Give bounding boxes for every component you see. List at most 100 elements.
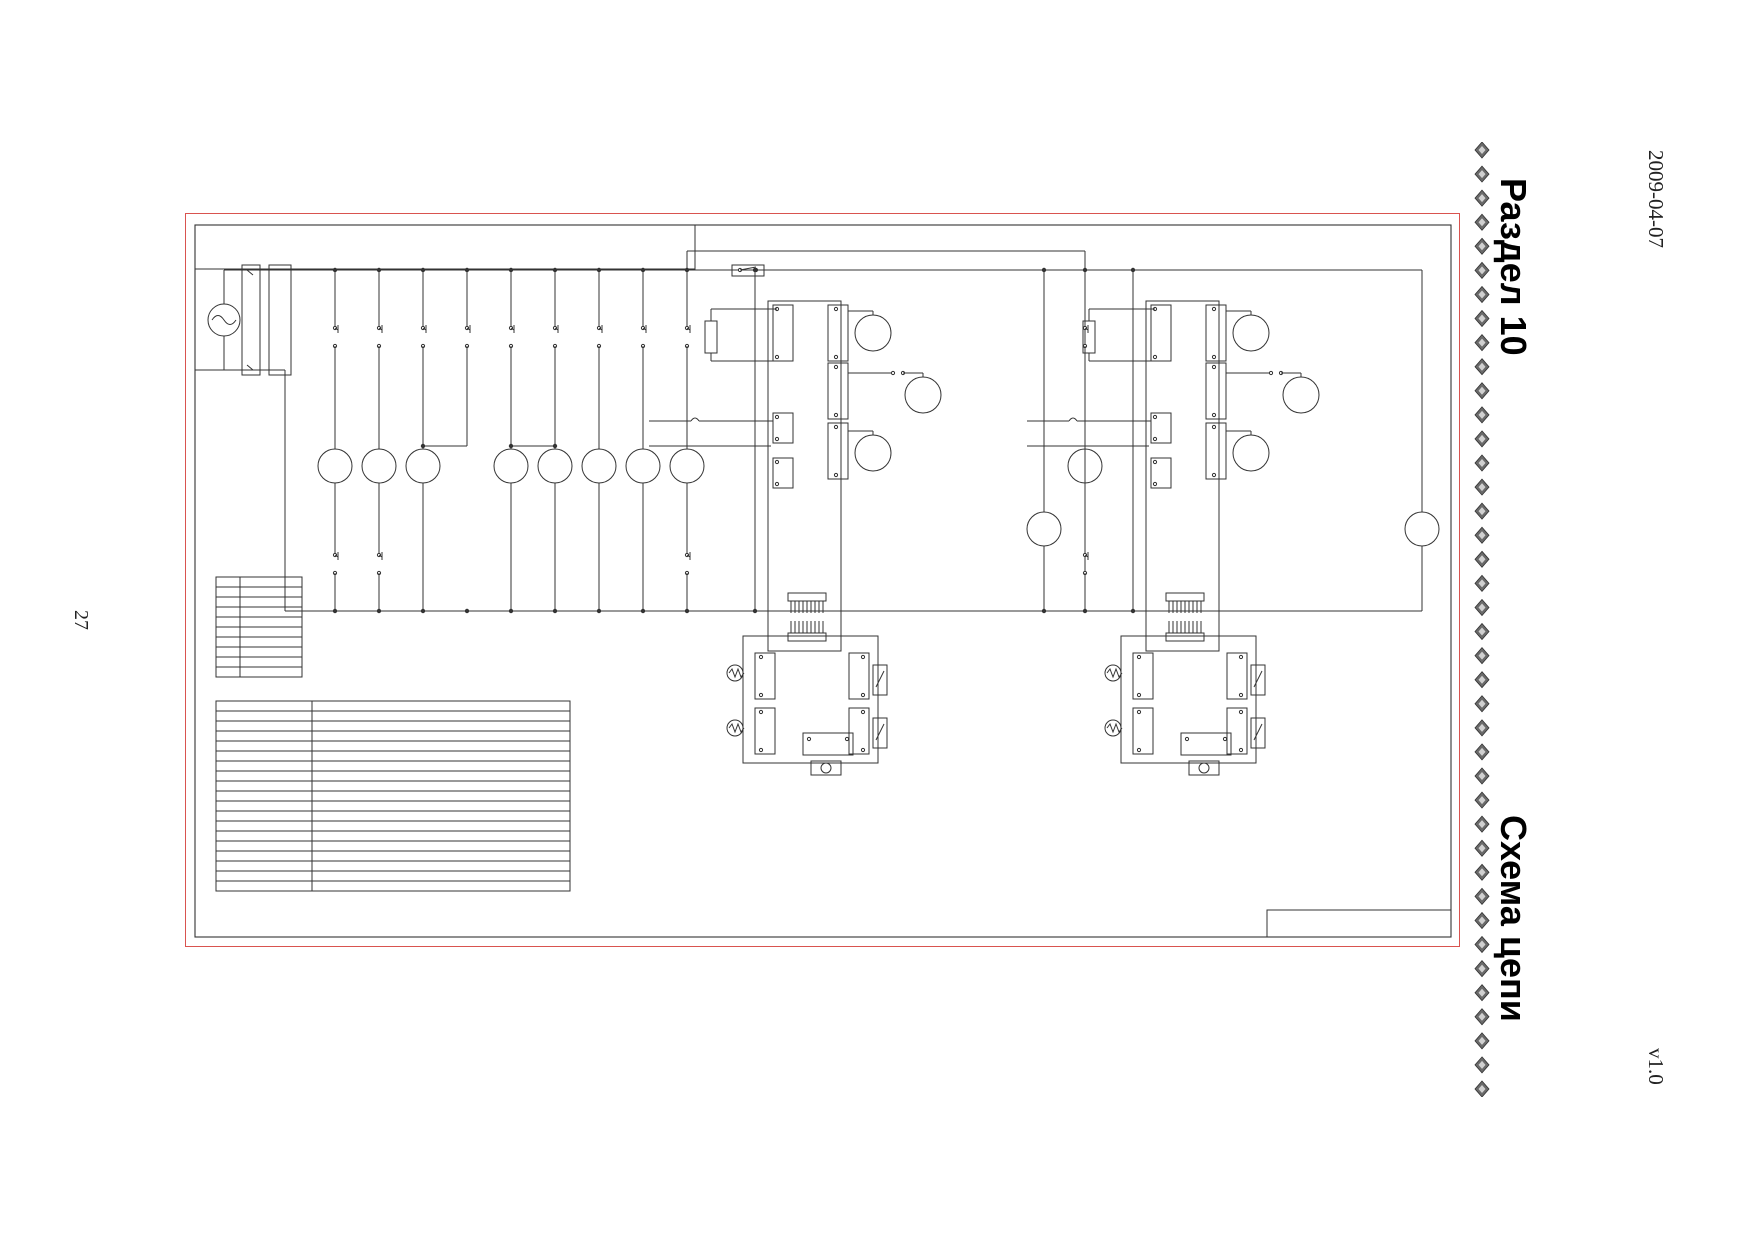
contact-terminal [833, 354, 839, 360]
contact-terminal [758, 709, 764, 715]
contact-terminal [1136, 709, 1142, 715]
ornament-diamond-icon [1474, 622, 1490, 641]
motor-symbol [493, 448, 529, 484]
timer-symbol [820, 762, 832, 774]
compressor-motor-symbol [1404, 511, 1440, 547]
contact-terminal [1136, 692, 1142, 698]
breaker-contact [246, 364, 254, 371]
wire-crossover [1068, 417, 1078, 422]
contact-terminal [1238, 747, 1244, 753]
motor-symbol [625, 448, 661, 484]
ornament-diamond-icon [1474, 309, 1490, 328]
relay [772, 304, 794, 362]
relay [772, 412, 794, 444]
junction-dot [1130, 608, 1136, 614]
parts-table [215, 700, 571, 892]
fan-motor-symbol [1232, 314, 1270, 352]
contact-terminal [1211, 424, 1217, 430]
ornament-diamond-icon [1474, 1032, 1490, 1050]
contact-terminal [758, 654, 764, 660]
connector-block [1165, 632, 1205, 642]
contact-terminal [860, 654, 866, 660]
connector-block [787, 592, 827, 602]
ornament-diamond-icon [1474, 598, 1490, 617]
relay [848, 652, 870, 700]
contact-terminal [860, 692, 866, 698]
ornament-diamond-icon [1474, 767, 1490, 785]
ornament-diamond-icon [1474, 863, 1490, 881]
contact-terminal [1238, 709, 1244, 715]
ornament-diamond-icon [1474, 791, 1490, 809]
contact-terminal [1211, 472, 1217, 478]
contact-terminal [833, 306, 839, 312]
junction-dot [752, 608, 758, 614]
ornament-diamond-icon [1474, 406, 1490, 424]
ornament-diamond-icon [1474, 430, 1490, 448]
heater-symbol [726, 719, 744, 737]
ornament-diamond-icon [1474, 960, 1490, 978]
motor-symbol [405, 448, 441, 484]
contact-terminal [1222, 736, 1228, 742]
contact-terminal [1136, 654, 1142, 660]
compressor-motor-symbol [1026, 511, 1062, 547]
ornament-diamond-icon [1474, 502, 1490, 520]
contact-terminal [1152, 481, 1158, 487]
terminal-strip [268, 264, 292, 376]
motor-symbol [361, 448, 397, 484]
contact-terminal [1238, 654, 1244, 660]
heater-symbol [1104, 664, 1122, 682]
contact-terminal [1211, 354, 1217, 360]
junction-dot [1041, 267, 1047, 273]
contact-terminal [860, 709, 866, 715]
fan-motor-symbol [854, 314, 892, 352]
relay [1132, 707, 1154, 755]
relay [1205, 304, 1227, 362]
contact-terminal [1268, 370, 1274, 376]
ornament-diamond-icon [1474, 647, 1490, 665]
relay [754, 707, 776, 755]
limit-switch [1250, 664, 1266, 696]
junction-dot [1041, 608, 1047, 614]
ornament-diamond-icon [1474, 911, 1490, 930]
relay [848, 707, 870, 755]
relay [1150, 304, 1172, 362]
wire [1253, 670, 1263, 688]
relay [1205, 362, 1227, 420]
motor-symbol [669, 448, 705, 484]
contact-terminal [774, 436, 780, 442]
ac-wave [211, 315, 237, 325]
relay [1150, 457, 1172, 489]
relay [827, 304, 849, 362]
wire [739, 266, 757, 271]
page-number: 27 [70, 610, 92, 630]
diagram-inner-frame [194, 224, 1452, 938]
contact-terminal [833, 364, 839, 370]
ornament-diamond-icon [1474, 935, 1490, 954]
contact-terminal [1152, 354, 1158, 360]
heater-symbol [726, 664, 744, 682]
fan-motor-symbol [1232, 434, 1270, 472]
relay [1205, 422, 1227, 480]
ornament-diamond-icon [1474, 382, 1490, 400]
breaker-box [241, 264, 261, 376]
relay [827, 422, 849, 480]
contact-terminal [1238, 692, 1244, 698]
fan-motor-symbol [1282, 376, 1320, 414]
relay [1226, 652, 1248, 700]
limit-switch [872, 664, 888, 696]
diagram-outer-frame [185, 213, 1460, 947]
ornament-diamond-icon [1474, 1080, 1490, 1097]
contact-terminal [1152, 436, 1158, 442]
contact-terminal [758, 747, 764, 753]
wire [1253, 723, 1263, 741]
ornament-diamond-icon [1474, 695, 1490, 713]
motor-symbol [537, 448, 573, 484]
contact-terminal [1211, 364, 1217, 370]
contact-terminal [1211, 306, 1217, 312]
wire [875, 670, 885, 688]
ornament-diamond-icon [1474, 887, 1490, 905]
ornament-diamond-icon [1474, 839, 1490, 857]
ornament-diamond-icon [1474, 984, 1490, 1002]
limit-switch [1250, 717, 1266, 749]
